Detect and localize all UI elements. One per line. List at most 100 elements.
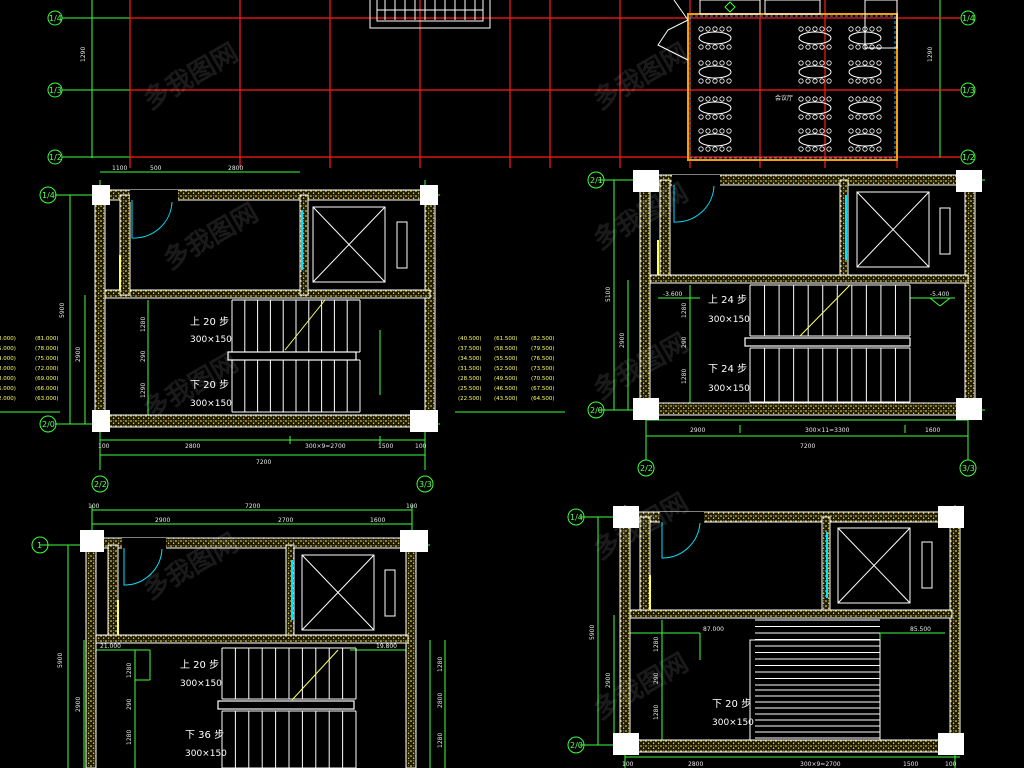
stair-d-treads [755, 619, 880, 739]
stair-c-dim-right-1: 1280 [437, 657, 444, 672]
elevation-value: (49.500) [494, 376, 518, 382]
chair [812, 60, 818, 66]
stair-c-up-size: 300×150 [180, 679, 222, 689]
stair-a-dim-bottom-5: 100 [415, 443, 427, 450]
stair-c-dim-inner-1: 1280 [126, 663, 133, 678]
chair [848, 114, 854, 120]
chair [862, 96, 868, 102]
chair [698, 114, 704, 120]
stair-plan-a: 上 20 步 300×150 下 20 步 300×150 2800 500 1… [0, 165, 565, 493]
stair-a-dim-inner-2: 290 [140, 350, 147, 362]
stair-c-elev-right: 19.800 [376, 643, 397, 650]
chair [726, 44, 732, 50]
stair-d-dim-bottom-3: 300×9=2700 [800, 761, 841, 768]
elevation-value: (31.500) [458, 366, 482, 372]
stair-c-down-size: 300×150 [185, 749, 227, 759]
top-plan-red-grid [129, 0, 960, 168]
stair-c-dim-top-4: 1600 [370, 517, 385, 524]
chair [705, 44, 711, 50]
chair [819, 146, 825, 152]
chair [798, 60, 804, 66]
conference-tables [698, 26, 882, 152]
chair [826, 128, 832, 134]
stair-c-dim-left-1: 5900 [57, 653, 64, 668]
elevation-value: (67.500) [531, 386, 555, 392]
elevation-value: (43.500) [494, 396, 518, 402]
stair-a-axis-left: 2/2 [94, 480, 107, 489]
chair [848, 78, 854, 84]
stair-b-axis-top: 2/1 [590, 176, 603, 185]
stair-a-axis-top: 1/4 [42, 191, 55, 200]
stair-b-axis-left: 2/2 [640, 464, 653, 473]
stair-d-dim-bottom-4: 1500 [903, 761, 918, 768]
stair-c-dim-inner-3: 1280 [126, 730, 133, 745]
watermark-1: 多我图网 [139, 38, 244, 116]
chair [805, 78, 811, 84]
elevation-value: (66.000) [35, 386, 59, 392]
chair [705, 96, 711, 102]
stair-c-dim-left-2: 2900 [75, 697, 82, 712]
stair-a-door-swing [131, 200, 173, 239]
conference-table [848, 133, 882, 147]
chair [698, 60, 704, 66]
chair [712, 128, 718, 134]
chair [698, 78, 704, 84]
chair [726, 26, 732, 32]
stair-b-door-swing [673, 185, 715, 223]
stair-d-stair-outline [749, 639, 881, 741]
chair [819, 44, 825, 50]
chair [698, 128, 704, 134]
chair [705, 146, 711, 152]
chair [876, 96, 882, 102]
stair-b-door-opening [672, 175, 720, 187]
elevation-value: 2.000) [0, 396, 16, 402]
chair [876, 128, 882, 134]
top-dim-left: 1290 [80, 47, 87, 62]
stair-plan-d: 下 20 步 300×150 87.000 85.500 100 2800 30… [567, 505, 964, 768]
chair [705, 26, 711, 32]
stair-plan-b: 上 24 步 300×150 下 24 步 300×150 -3.600 -5.… [587, 170, 985, 477]
stair-a-break-line [284, 299, 326, 351]
chair [819, 60, 825, 66]
stair-d-door-swing [661, 522, 701, 559]
stair-c-dim-right-2: 2800 [437, 693, 444, 708]
chair [805, 128, 811, 134]
stair-a-treads [231, 299, 361, 413]
stair-b-dim-bottom-1: 2900 [690, 427, 705, 434]
chair [862, 128, 868, 134]
stair-c-dim-total-top: 7200 [245, 503, 260, 510]
stair-a-door-opening [130, 190, 178, 202]
chair [848, 128, 854, 134]
chair [726, 114, 732, 120]
chair [812, 78, 818, 84]
chair [712, 60, 718, 66]
watermark-2: 多我图网 [589, 38, 694, 116]
chair [876, 60, 882, 66]
elevation-value: (69.000) [35, 376, 59, 382]
stair-a-up-size: 300×150 [190, 335, 232, 345]
chair [862, 78, 868, 84]
chair [719, 44, 725, 50]
stair-a-axis-bottom: 2/0 [42, 420, 55, 429]
chair [798, 44, 804, 50]
chair [712, 26, 718, 32]
conference-table [798, 31, 832, 45]
stair-b-dim-inner-1: 1280 [681, 303, 688, 318]
chair [719, 60, 725, 66]
chair [819, 128, 825, 134]
stair-b-dim-left-2: 2900 [619, 333, 626, 348]
conference-table [848, 101, 882, 115]
stair-b-dim-bottom-3: 1600 [925, 427, 940, 434]
chair [812, 96, 818, 102]
stair-c-dim-top-5: 100 [406, 503, 418, 510]
elevation-value: (34.500) [458, 356, 482, 362]
conference-table [848, 65, 882, 79]
stair-plan-c: 上 20 步 300×150 下 36 步 300×150 21.000 19.… [31, 503, 446, 768]
conference-table [798, 133, 832, 147]
chair [826, 146, 832, 152]
conference-table [798, 65, 832, 79]
stair-a-down-size: 300×150 [190, 399, 232, 409]
elevation-value: (61.500) [494, 336, 518, 342]
elevation-value: 8.000) [0, 376, 16, 382]
